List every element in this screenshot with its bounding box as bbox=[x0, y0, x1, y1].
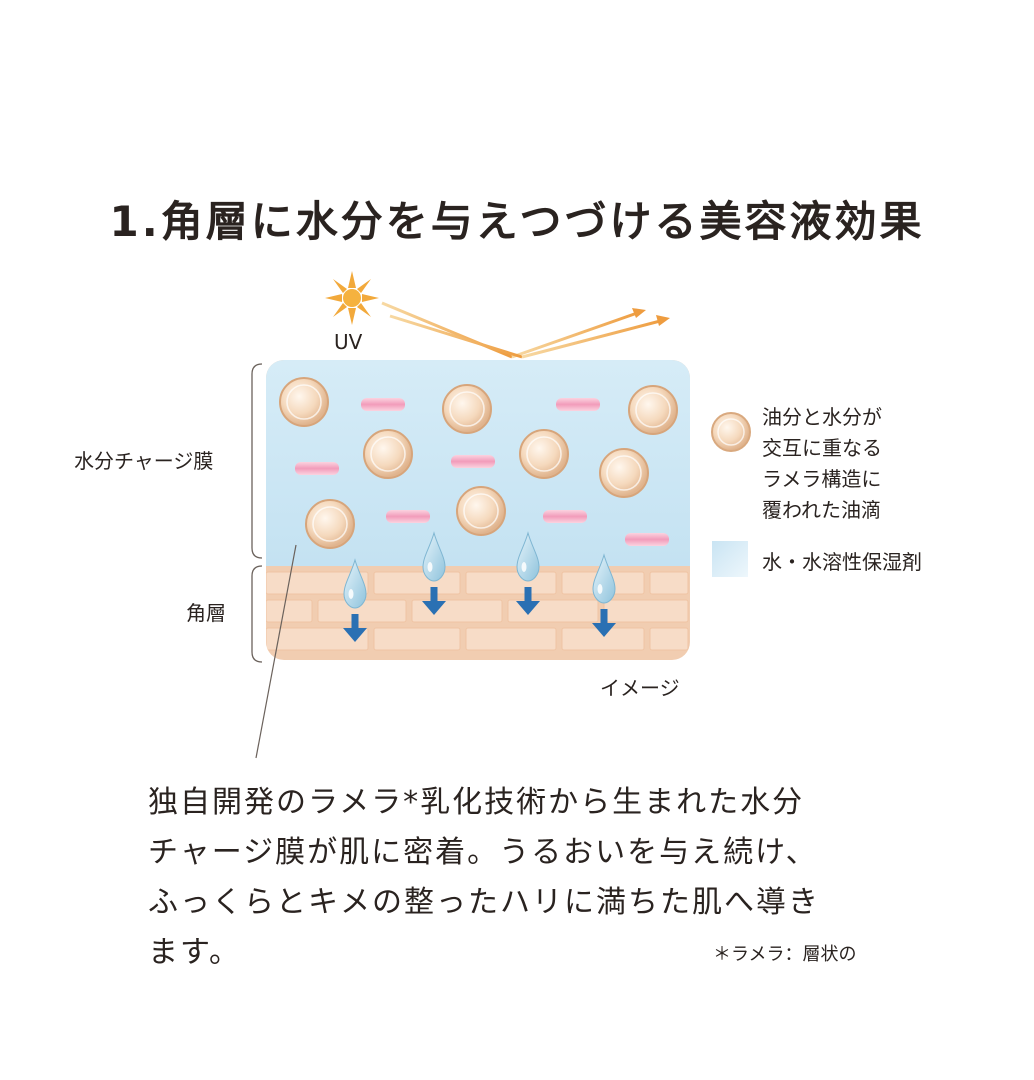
leader-line bbox=[255, 544, 297, 759]
skin-bricks bbox=[266, 571, 689, 651]
skin-brick bbox=[465, 627, 557, 651]
description-text: 独自開発のラメラ*乳化技術から生まれた水分 チャージ膜が肌に密着。うるおいを与え… bbox=[148, 785, 820, 970]
oil-droplet-icon bbox=[711, 412, 751, 452]
water-drop-icon bbox=[343, 558, 367, 642]
image-note: イメージ bbox=[600, 676, 680, 700]
humectant-bar bbox=[361, 398, 405, 411]
legend-oil-text: 油分と水分が 交互に重なる ラメラ構造に 覆われた油滴 bbox=[762, 405, 882, 522]
water-legend-swatch bbox=[712, 541, 748, 577]
oil-droplet-icon bbox=[456, 486, 506, 536]
uv-label: UV bbox=[334, 330, 363, 354]
humectant-bar bbox=[543, 510, 587, 523]
water-drop-icon bbox=[422, 531, 446, 615]
skin-brick bbox=[649, 571, 689, 595]
oil-droplet-icon bbox=[279, 377, 329, 427]
water-drop-icon bbox=[592, 553, 616, 637]
uv-rays bbox=[381, 301, 670, 359]
skin-brick bbox=[649, 627, 689, 651]
humectant-bar bbox=[556, 398, 600, 411]
skin-brick bbox=[266, 599, 313, 623]
skin-brick bbox=[266, 571, 369, 595]
water-drops bbox=[343, 531, 616, 642]
humectant-bar bbox=[295, 462, 339, 475]
skin-brick bbox=[465, 571, 557, 595]
sun-icon bbox=[325, 271, 379, 325]
humectant-bar bbox=[625, 533, 669, 546]
down-arrow-icon bbox=[592, 609, 616, 637]
oil-droplet-icon bbox=[519, 429, 569, 479]
down-arrow-icon bbox=[343, 614, 367, 642]
down-arrow-icon bbox=[422, 587, 446, 615]
legend-water-text: 水・水溶性保湿剤 bbox=[762, 550, 922, 574]
oil-droplet-icon bbox=[628, 385, 678, 435]
stratum-corneum-label: 角層 bbox=[186, 601, 226, 625]
oil-droplets bbox=[279, 377, 678, 549]
water-drop-icon bbox=[516, 531, 540, 615]
oil-droplet-icon bbox=[442, 384, 492, 434]
humectant-bar bbox=[386, 510, 430, 523]
oil-droplet-icon bbox=[599, 448, 649, 498]
humectant-bar bbox=[451, 455, 495, 468]
oil-droplet-icon bbox=[363, 429, 413, 479]
skin-brick bbox=[373, 571, 461, 595]
water-film-label: 水分チャージ膜 bbox=[74, 449, 214, 473]
footnote: ＊ラメラ：層状の bbox=[713, 944, 857, 965]
layer-brackets bbox=[251, 363, 263, 663]
skin-brick bbox=[603, 599, 689, 623]
skin-brick bbox=[373, 627, 461, 651]
down-arrow-icon bbox=[516, 587, 540, 615]
oil-droplet-icon bbox=[305, 499, 355, 549]
humectant-bars bbox=[295, 398, 669, 546]
skin-brick bbox=[266, 627, 369, 651]
page-title: 1.角層に水分を与えつづける美容液効果 bbox=[109, 197, 925, 246]
